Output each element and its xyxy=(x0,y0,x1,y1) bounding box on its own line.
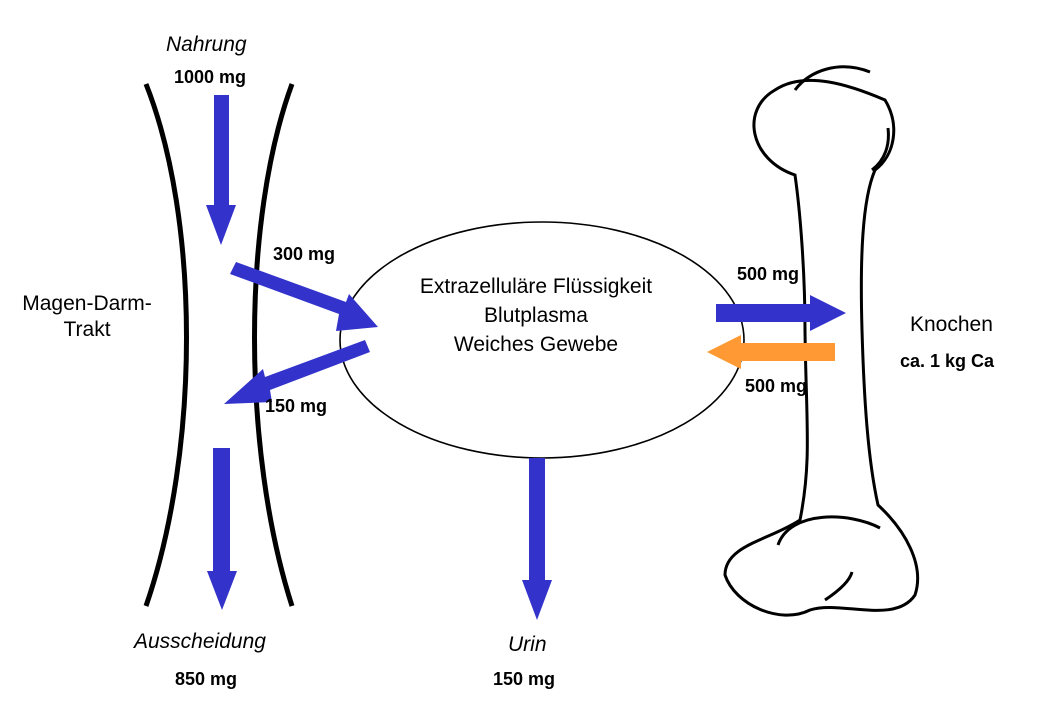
ecf-line3: Weiches Gewebe xyxy=(453,333,619,356)
secretion-arrow xyxy=(224,340,370,404)
ecf-line2: Blutplasma xyxy=(484,304,588,327)
urine-arrow xyxy=(522,458,552,620)
excretion-arrow xyxy=(207,448,237,610)
from-bone-arrow xyxy=(707,335,835,369)
excretion-amount: 850 mg xyxy=(175,669,238,689)
urine-label: Urin xyxy=(508,633,547,656)
to-bone-arrow xyxy=(716,295,846,331)
bone-content: ca. 1 kg Ca xyxy=(900,351,995,371)
absorption-amount: 300 mg xyxy=(273,244,336,264)
from-bone-amount: 500 mg xyxy=(745,376,808,396)
gut-label: Magen-Darm- Trakt xyxy=(12,292,162,342)
ecf-label: Extrazelluläre Flüssigkeit Blutplasma We… xyxy=(386,272,686,359)
secretion-amount: 150 mg xyxy=(265,396,328,416)
intake-label: Nahrung xyxy=(166,33,247,56)
excretion-label: Ausscheidung xyxy=(134,630,266,653)
gut-wall-left xyxy=(143,83,189,607)
bone-shape xyxy=(723,65,920,617)
intake-arrow xyxy=(206,95,236,245)
gut-label-line1: Magen-Darm- xyxy=(22,292,152,315)
intake-amount: 1000 mg xyxy=(174,67,247,87)
to-bone-amount: 500 mg xyxy=(737,264,800,284)
gut-label-line2: Trakt xyxy=(63,318,111,341)
urine-amount: 150 mg xyxy=(493,669,556,689)
gut-wall-right xyxy=(252,83,295,607)
ecf-line1: Extrazelluläre Flüssigkeit xyxy=(419,275,653,298)
bone-label: Knochen xyxy=(910,313,993,336)
absorption-arrow xyxy=(230,262,378,331)
